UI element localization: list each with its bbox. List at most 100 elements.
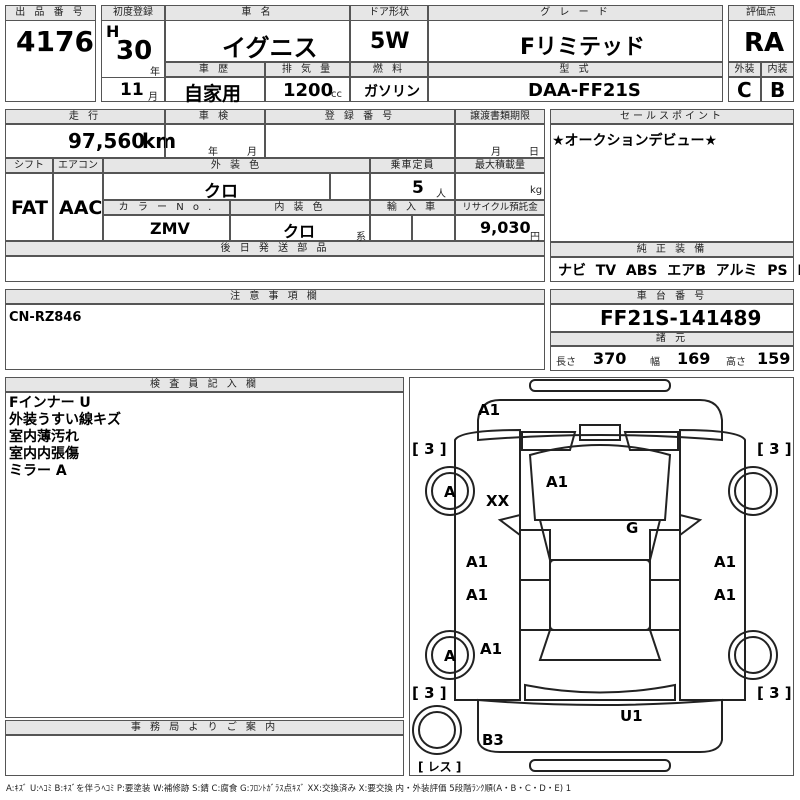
- max-load-label: 最大積載量: [455, 158, 545, 173]
- inspector-cell: [5, 392, 404, 718]
- office-cell: [5, 735, 404, 776]
- rear-glass: [538, 629, 662, 661]
- sales-point-label: セールスポイント: [550, 109, 794, 124]
- max-load-cell: [455, 173, 545, 200]
- later-parts-cell: [5, 256, 545, 282]
- spare-tire: [ レス ]: [418, 760, 461, 774]
- score-label: 評価点: [728, 5, 794, 21]
- ac-label: エアコン: [53, 158, 103, 173]
- reg-no-label: 登 録 番 号: [265, 109, 455, 124]
- score: RA: [744, 28, 785, 58]
- specs-cell: [550, 346, 794, 371]
- inspector-note: 室内薄汚れ: [9, 429, 79, 445]
- model: DAA-FF21S: [528, 80, 641, 101]
- right-mirror: [679, 513, 703, 537]
- equipment-item: PS: [767, 263, 788, 279]
- front-bumper-shape: [529, 379, 671, 392]
- roof-outline: [549, 559, 651, 631]
- spare-wheel: [412, 705, 462, 755]
- inspection-month-unit: 月: [247, 147, 257, 158]
- mark-a1-front: A1: [478, 401, 500, 419]
- length: 370: [593, 349, 627, 368]
- equipment-label: 純 正 装 備: [550, 242, 794, 257]
- interior-label: 内装: [761, 62, 794, 77]
- exterior-cell: [728, 77, 761, 102]
- inspection-cell: [165, 124, 265, 158]
- door-type: 5W: [370, 29, 410, 54]
- color-no-label: カ ラ ー N o .: [103, 200, 230, 215]
- recycle: 9,030: [480, 218, 531, 237]
- mark-g: G: [626, 519, 638, 537]
- recycle-label: リサイクル預託金: [455, 200, 545, 215]
- mark-a1-rear-fender: A1: [480, 640, 502, 658]
- car-diagram-box: [409, 377, 794, 776]
- specs-label: 諸 元: [550, 332, 794, 346]
- width: 169: [677, 349, 711, 368]
- mileage-cell: [5, 124, 165, 158]
- interior-cell: [761, 77, 794, 102]
- recycle-unit: 円: [530, 232, 540, 243]
- color-no-cell: [103, 215, 230, 241]
- wheel-rr-inner: [734, 636, 772, 674]
- capacity-cell: [370, 173, 455, 200]
- grille: [579, 424, 621, 441]
- transfer-day-unit: 日: [529, 147, 539, 158]
- int-color-label: 内 装 色: [230, 200, 370, 215]
- trunk-outline: [524, 683, 676, 701]
- shift-label: シフト: [5, 158, 53, 173]
- exterior-label: 外装: [728, 62, 761, 77]
- chassis-cell: [550, 304, 794, 332]
- windshield: [538, 519, 662, 561]
- lot-number-label: 出 品 番 号: [5, 5, 96, 21]
- transfer-month-unit: 月: [491, 147, 501, 158]
- mark-a1-rear-door-left: A1: [466, 586, 488, 604]
- right-rear-door: [649, 579, 681, 631]
- inspection-year-unit: 年: [208, 147, 218, 158]
- left-mirror: [497, 513, 521, 537]
- wheel-rl-inner: [431, 636, 469, 674]
- max-load-unit: kg: [530, 185, 543, 196]
- reg-year: 30: [116, 36, 153, 66]
- length-label: 長さ: [556, 357, 576, 368]
- mark-a-wheel-fl: A: [444, 483, 456, 501]
- month-unit: 月: [148, 92, 158, 103]
- color-label: 外 装 色: [103, 158, 370, 173]
- year-unit: 年: [150, 67, 160, 78]
- mark-a1-front-door-right: A1: [714, 553, 736, 571]
- color-extra-cell: [330, 173, 370, 200]
- era: H: [106, 22, 120, 41]
- tire-rl: [ 3 ]: [412, 684, 447, 702]
- mark-a1-rear-door-right: A1: [714, 586, 736, 604]
- recycle-cell: [455, 215, 545, 241]
- mileage: 97,560: [68, 129, 146, 153]
- height-label: 高さ: [726, 357, 746, 368]
- equipment-item: エアB: [667, 263, 706, 279]
- wheel-fl: [425, 466, 475, 516]
- wheel-fr-inner: [734, 472, 772, 510]
- right-headlight: [623, 431, 679, 451]
- wheel-rl: [425, 630, 475, 680]
- model-cell: [428, 77, 723, 102]
- sales-point-cell: [550, 124, 794, 242]
- right-front-door: [649, 529, 681, 581]
- mark-u1-rear: U1: [620, 707, 643, 725]
- car-name-label: 車 名: [165, 5, 350, 21]
- inspector-label: 検 査 員 記 入 欄: [5, 377, 404, 392]
- mileage-unit: km: [142, 129, 177, 153]
- inspector-note: ミラー A: [9, 463, 67, 479]
- history-cell: [165, 77, 265, 102]
- mark-xx: XX: [486, 492, 510, 510]
- inspector-notes: Fインナー U 外装うすい線キズ 室内薄汚れ 室内内張傷 ミラー A: [9, 395, 121, 480]
- rear-outline: [477, 698, 723, 753]
- tire-rr: [ 3 ]: [757, 684, 792, 702]
- exterior-score: C: [737, 78, 752, 102]
- wheel-fl-inner: [431, 472, 469, 510]
- lot-number: 4176: [16, 25, 94, 58]
- grade-label: グ レ ー ド: [428, 5, 723, 21]
- mark-b3-rear: B3: [482, 731, 504, 749]
- month-cell: [101, 77, 165, 102]
- spare-wheel-inner: [418, 711, 456, 749]
- history: 自家用: [184, 83, 242, 105]
- equipment-list: ナビ TV ABS エアB アルミ PS PW: [558, 260, 800, 280]
- equipment-item: PW: [797, 263, 800, 279]
